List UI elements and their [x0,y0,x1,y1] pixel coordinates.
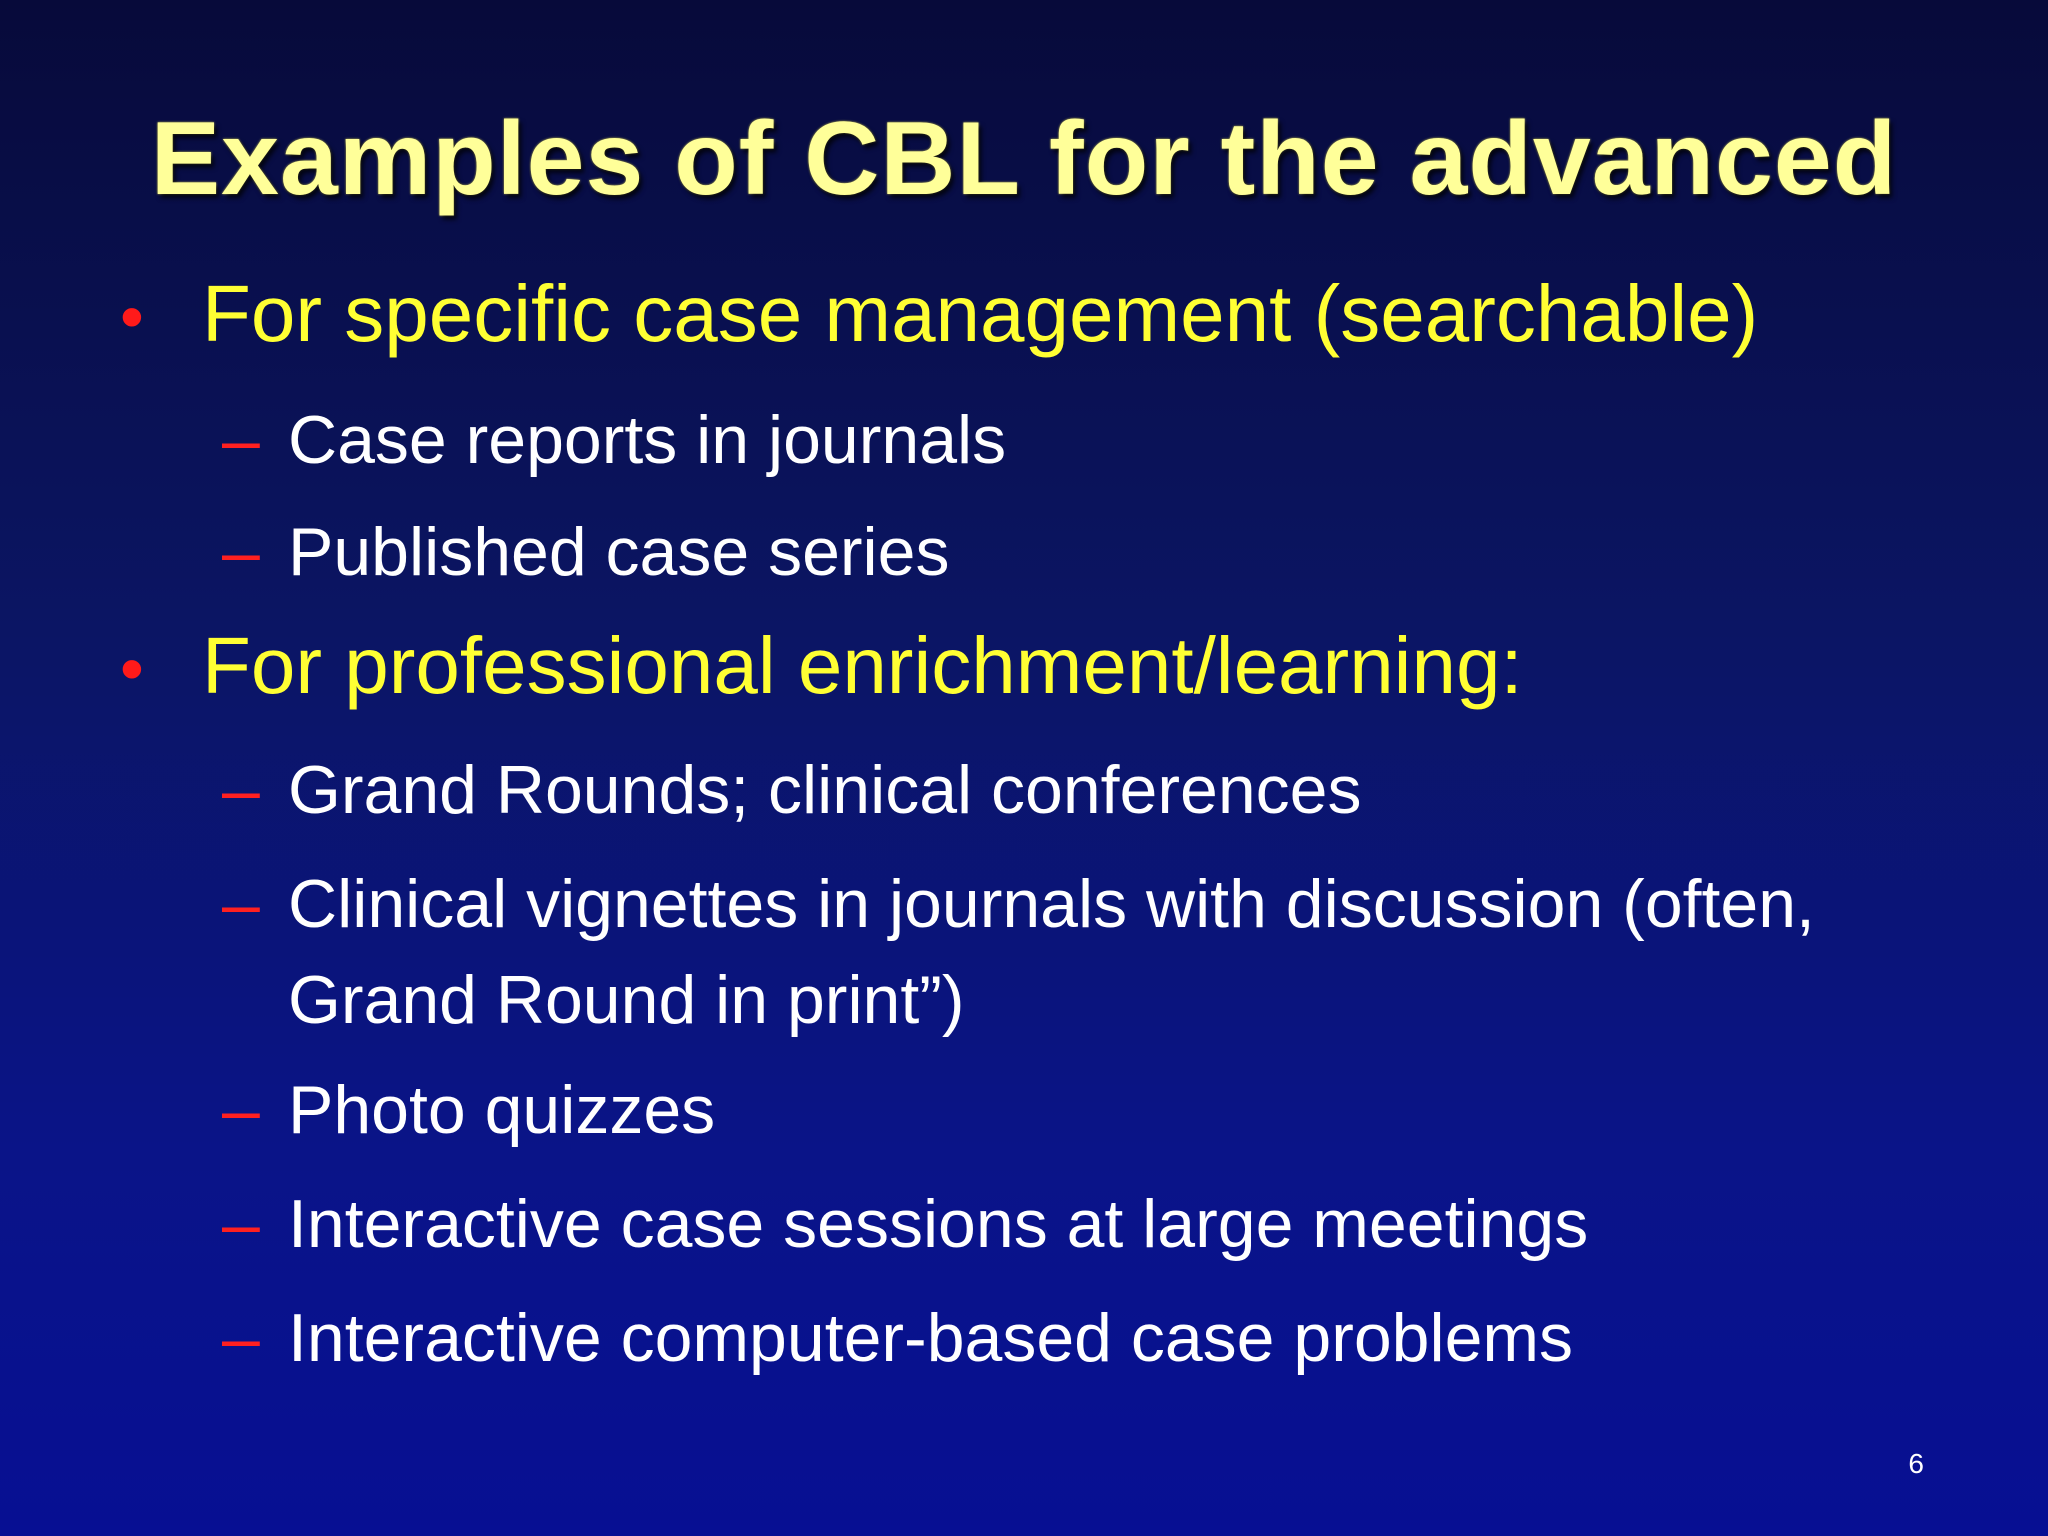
bullet-dot-icon: • [120,279,144,355]
dash-icon: – [222,1072,260,1148]
dash-icon: – [222,752,260,828]
subitem-text: Grand Rounds; clinical conferences [288,752,1362,828]
subitem-text: Photo quizzes [288,1072,716,1148]
dash-icon: – [222,1300,260,1376]
bullet-text: For specific case management (searchable… [202,269,1759,358]
page-number: 6 [1908,1448,1924,1479]
subitem-text: Interactive computer-based case problems [288,1300,1574,1376]
dash-icon: – [222,866,260,942]
dash-icon: – [222,402,260,478]
slide-title: Examples of CBL for the advanced [150,101,1898,217]
subitem-text: Case reports in journals [288,402,1007,478]
subitem-text: Clinical vignettes in journals with disc… [288,866,1815,1038]
subitem-text: Interactive case sessions at large meeti… [288,1186,1589,1262]
dash-icon: – [222,514,260,590]
bullet-text: For professional enrichment/learning: [202,621,1523,710]
dash-icon: – [222,1186,260,1262]
bullet-dot-icon: • [120,631,144,707]
subitem-text: Published case series [288,514,950,590]
